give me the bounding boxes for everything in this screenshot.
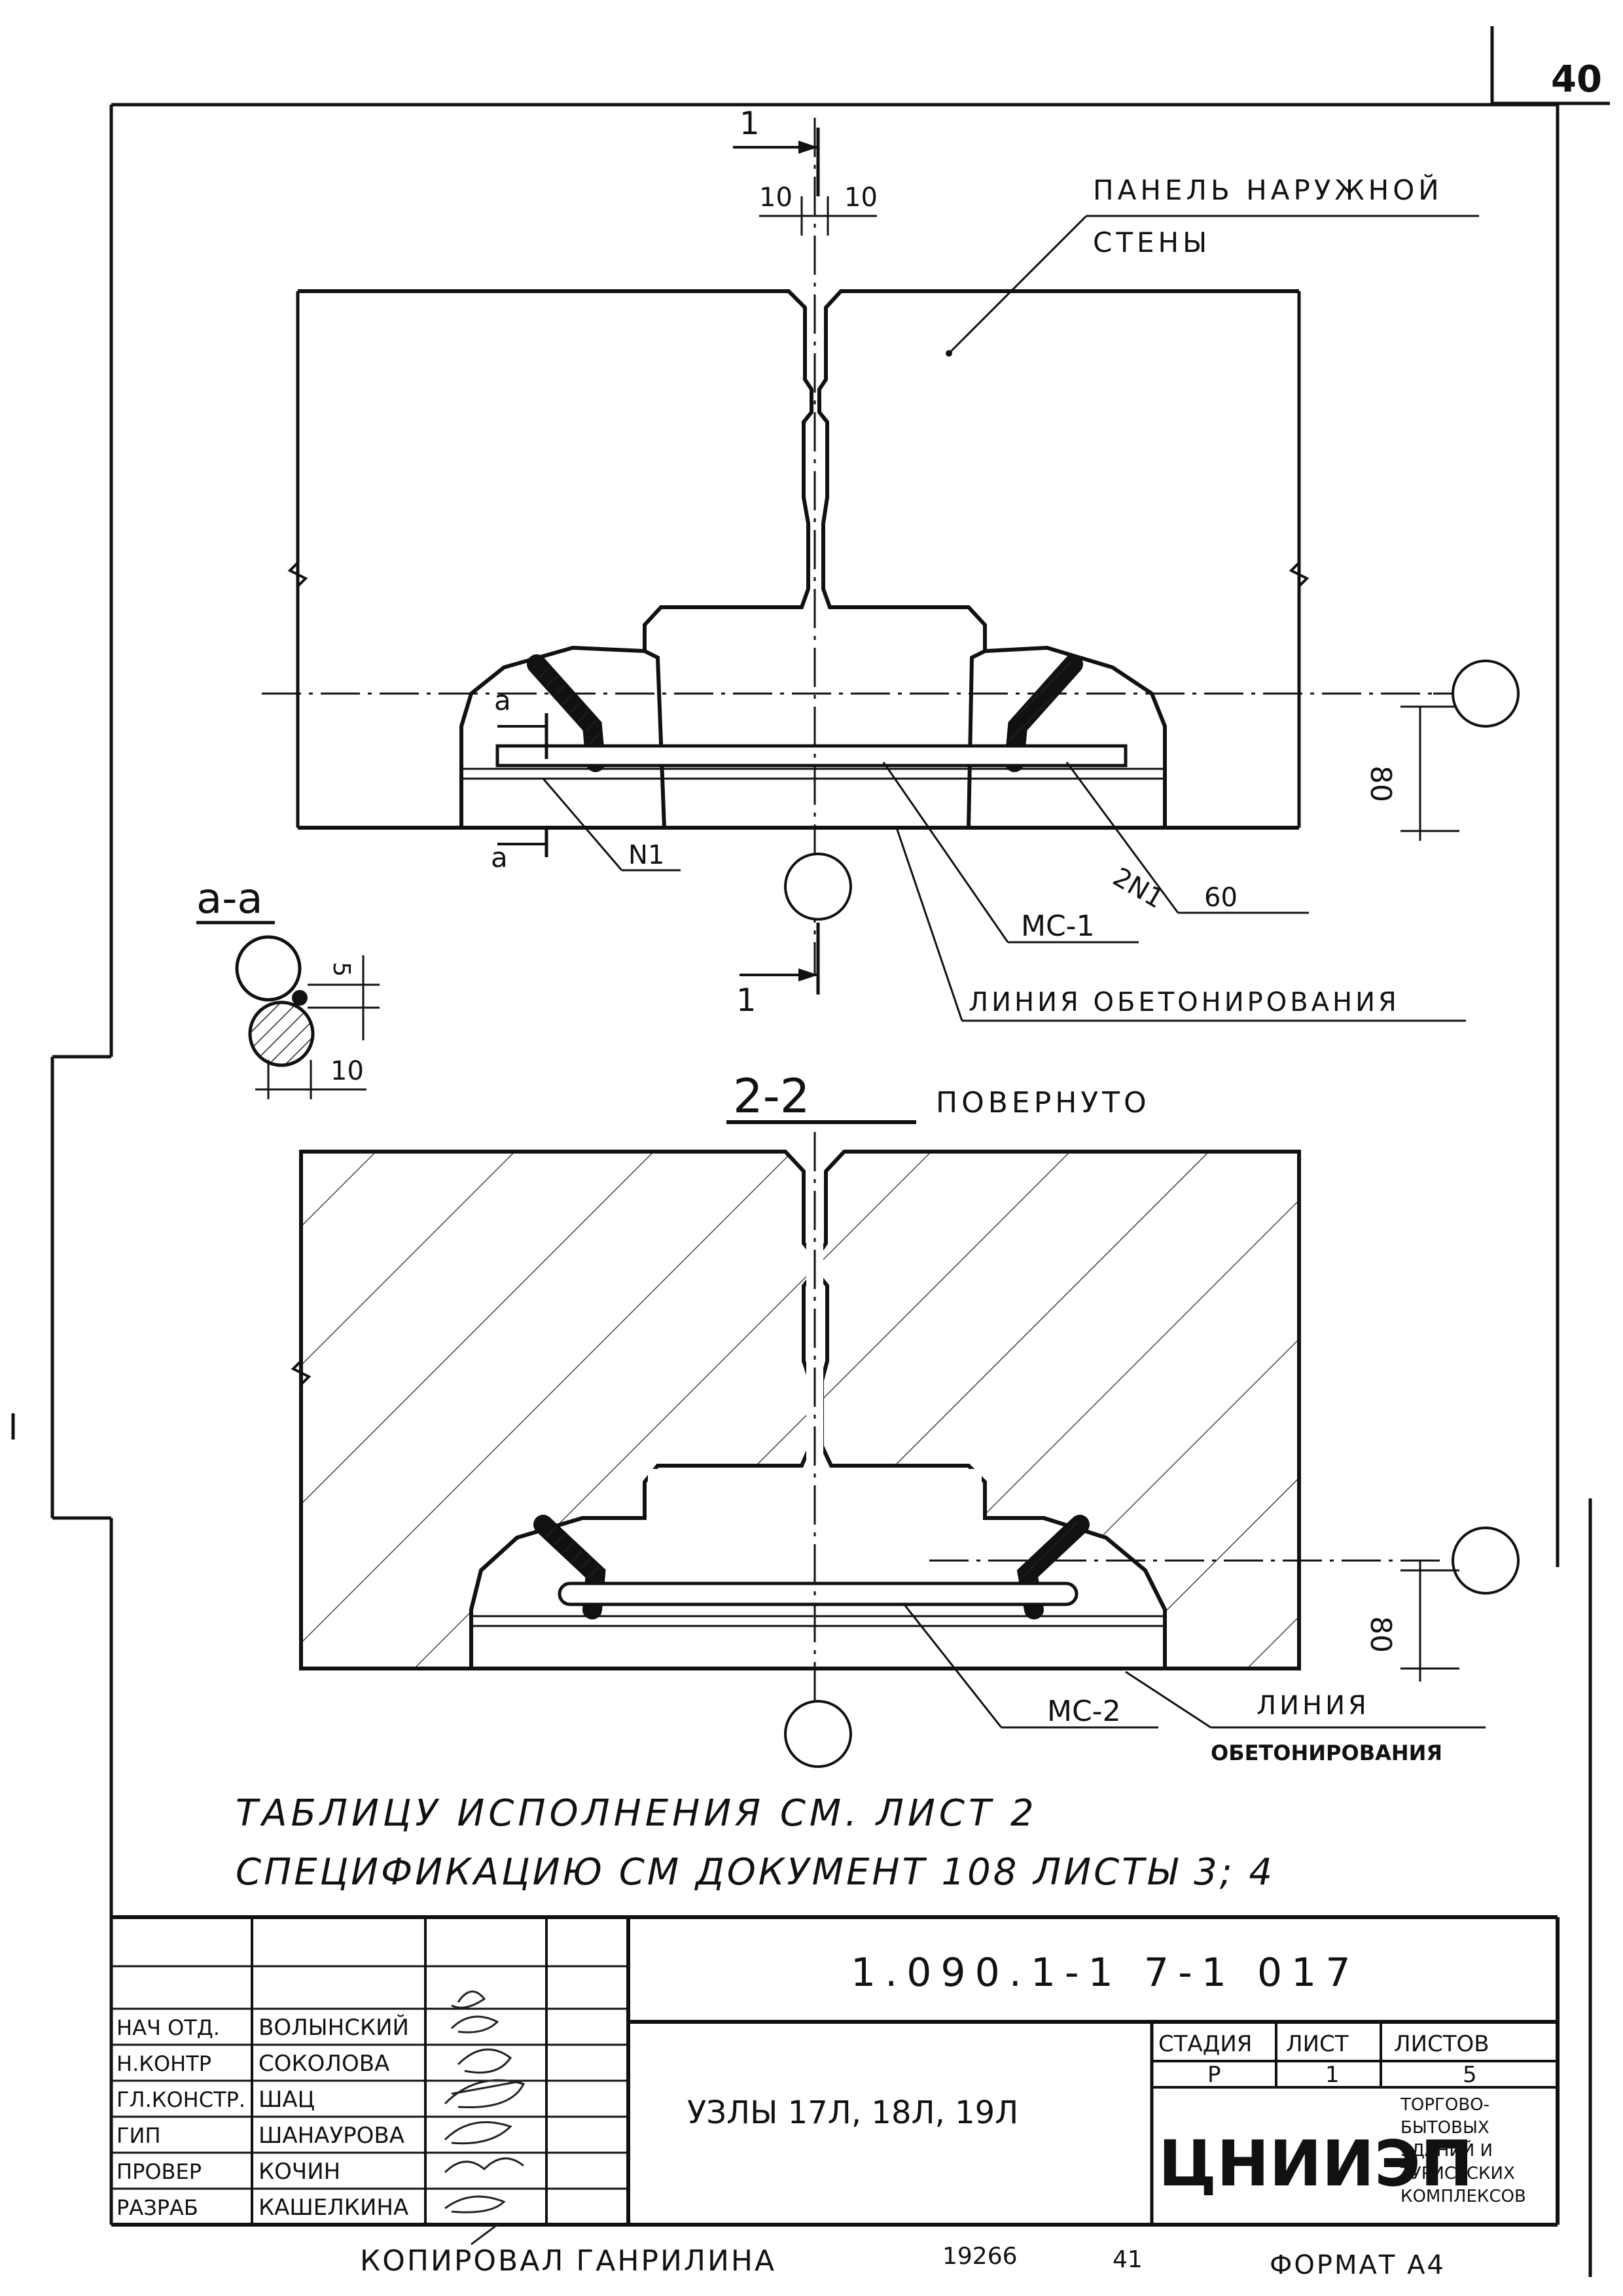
doc-code: 1.090.1-1 7-1 017 (851, 1950, 1360, 1996)
axis-bubble-bottom-right (1452, 1527, 1520, 1595)
top-view: 1 10 10 ПАНЕЛЬ НАРУЖНОЙ СТЕНЫ а а N1 2N1… (262, 105, 1520, 1022)
sheets-header: ЛИСТОВ (1394, 2031, 1489, 2057)
org-sub-4: ТУРИСТСКИХ (1400, 2164, 1515, 2183)
role-6: РАЗРАБ (116, 2195, 198, 2220)
concrete-line-label-1: ЛИНИЯ ОБЕТОНИРОВАНИЯ (969, 987, 1400, 1017)
role-4: ГИП (116, 2123, 161, 2148)
cut-1-label-bottom: 1 (736, 982, 757, 1019)
axis-bubble-top-right (1452, 660, 1520, 728)
concrete-line-label-2b: ОБЕТОНИРОВАНИЯ (1211, 1740, 1442, 1765)
org-sub-5: КОМПЛЕКСОВ (1400, 2187, 1526, 2206)
concrete-line-label-2a: ЛИНИЯ (1257, 1691, 1370, 1721)
org-sub-2: БЫТОВЫХ (1400, 2118, 1489, 2138)
name-3: ШАЦ (259, 2087, 315, 2113)
stage-value: Р (1207, 2062, 1221, 2088)
two-n1-label: 2N1 (1108, 862, 1169, 914)
sheet-number: 40 (1551, 58, 1602, 101)
sheets-value: 5 (1463, 2062, 1477, 2088)
stage-header: СТАДИЯ (1158, 2031, 1252, 2057)
section-22: 2-2 ПОВЕРНУТО 80 МС-2 (291, 1069, 1520, 1768)
role-2: Н.КОНТР (116, 2051, 211, 2076)
mc1-label: МС-1 (1021, 910, 1095, 943)
n1-label: N1 (628, 840, 664, 870)
role-3: ГЛ.КОНСТР. (116, 2087, 245, 2112)
name-4: ШАНАУРОВА (259, 2123, 404, 2149)
cut-a-label-top: а (494, 684, 511, 716)
copy-number: 19266 (942, 2243, 1018, 2270)
sheet-frame (11, 26, 1610, 2277)
role-1: НАЧ ОТД. (116, 2015, 220, 2040)
section-aa: а-а 5 10 (196, 875, 380, 1099)
left-panel-top (298, 289, 813, 828)
org-logo: ЦНИИЭП (1158, 2127, 1473, 2200)
copied-by: КОПИРОВАЛ ГАНРИЛИНА (360, 2244, 776, 2278)
cut-a-label-bottom: а (491, 841, 508, 874)
role-5: ПРОВЕР (116, 2159, 202, 2184)
mc2-label: МС-2 (1047, 1695, 1121, 1728)
name-5: КОЧИН (259, 2159, 340, 2185)
dim-80-top: 80 (1364, 766, 1397, 802)
copy-extra: 41 (1113, 2246, 1143, 2273)
note-line-2: СПЕЦИФИКАЦИЮ СМ ДОКУМЕНТ 108 ЛИСТЫ 3; 4 (236, 1851, 1275, 1894)
note-line-1: ТАБЛИЦУ ИСПОЛНЕНИЯ СМ. ЛИСТ 2 (236, 1792, 1038, 1835)
name-6: КАШЕЛКИНА (259, 2195, 408, 2221)
dim-10-bottom: 10 (330, 1056, 364, 1086)
name-1: ВОЛЫНСКИЙ (259, 2014, 409, 2041)
axis-bubble-bottom-center (784, 1700, 852, 1768)
drawing-title: УЗЛЫ 17Л, 18Л, 19Л (687, 2094, 1018, 2131)
name-2: СОКОЛОВА (259, 2051, 389, 2077)
dim-10-right: 10 (844, 183, 878, 213)
org-sub-1: ТОРГОВО- (1400, 2095, 1489, 2115)
panel-label-line2: СТЕНЫ (1093, 226, 1211, 258)
dim-5-label: 5 (328, 962, 355, 977)
rotated-label: ПОВЕРНУТО (936, 1086, 1150, 1120)
footer: КОПИРОВАЛ ГАНРИЛИНА 19266 41 ФОРМАТ А4 (360, 2243, 1446, 2280)
signatures (444, 1990, 526, 2246)
section-22-title: 2-2 (733, 1069, 810, 1123)
section-aa-title: а-а (196, 875, 263, 923)
cut-1-label-top: 1 (740, 105, 760, 142)
dim-60-label: 60 (1204, 883, 1238, 913)
dim-10-left: 10 (759, 183, 793, 213)
title-block-text: 1.090.1-1 7-1 017 УЗЛЫ 17Л, 18Л, 19Л СТА… (116, 1950, 1526, 2246)
panel-label-line1: ПАНЕЛЬ НАРУЖНОЙ (1093, 173, 1443, 206)
notes: ТАБЛИЦУ ИСПОЛНЕНИЯ СМ. ЛИСТ 2 СПЕЦИФИКАЦ… (236, 1792, 1275, 1894)
sheet-header: ЛИСТ (1286, 2031, 1349, 2057)
right-panel-top (817, 289, 1299, 828)
format-label: ФОРМАТ А4 (1270, 2250, 1446, 2280)
axis-bubble-top-center (784, 853, 852, 921)
org-sub-3: ЗДАНИЙ И (1400, 2140, 1493, 2161)
title-block (111, 1915, 1560, 2227)
sheet-value: 1 (1325, 2062, 1340, 2088)
dim-80-bottom: 80 (1364, 1616, 1397, 1653)
